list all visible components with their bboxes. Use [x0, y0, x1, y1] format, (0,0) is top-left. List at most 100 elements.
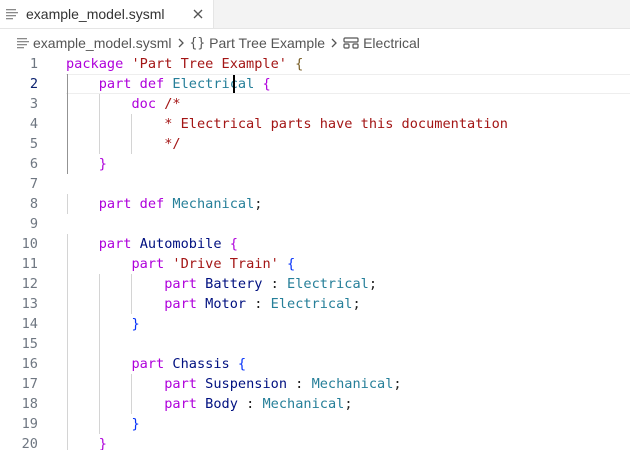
code-token	[66, 276, 164, 292]
code-token: }	[131, 316, 140, 332]
breadcrumb: example_model.sysml {} Part Tree Example…	[0, 32, 630, 54]
code-token	[66, 396, 164, 412]
line-number: 18	[21, 396, 38, 412]
code-token: :	[246, 296, 271, 312]
close-icon[interactable]	[191, 7, 205, 21]
breadcrumb-label: example_model.sysml	[33, 35, 172, 51]
code-token: 'Part Tree Example'	[131, 56, 287, 72]
indent-guide	[67, 194, 68, 214]
code-token: Electrical	[172, 76, 255, 92]
code-token: part	[131, 256, 165, 272]
code-token: */	[164, 136, 181, 152]
code-token	[230, 356, 238, 372]
code-token: Electrical	[287, 276, 369, 292]
code-line[interactable]: part Body : Mechanical;	[66, 394, 352, 414]
code-token	[132, 236, 140, 252]
code-line[interactable]: }	[66, 414, 139, 434]
current-line-highlight	[66, 74, 630, 94]
code-token	[156, 96, 164, 112]
line-number: 13	[21, 296, 38, 312]
code-token	[66, 416, 131, 432]
code-line[interactable]: }	[66, 314, 140, 334]
line-number: 12	[21, 276, 38, 292]
code-token: Battery	[205, 276, 263, 292]
code-token: ;	[254, 196, 263, 212]
code-token	[287, 56, 295, 72]
editor-tab[interactable]: example_model.sysml	[0, 0, 214, 28]
indent-guide	[67, 74, 68, 174]
code-token: Electrical	[270, 296, 353, 312]
code-token	[66, 316, 131, 332]
line-number: 15	[21, 336, 38, 352]
code-line[interactable]: part Motor : Electrical;	[66, 294, 361, 314]
code-token: part	[164, 396, 197, 412]
code-token: * Electrical parts have this documentati…	[164, 116, 508, 132]
code-token: doc	[131, 96, 157, 112]
code-token: part	[131, 356, 165, 372]
code-token: {	[237, 356, 247, 372]
code-token	[197, 396, 205, 412]
code-line[interactable]: part Suspension : Mechanical;	[66, 374, 402, 394]
code-token: 'Drive Train'	[172, 256, 279, 272]
breadcrumb-item-package[interactable]: {} Part Tree Example	[190, 35, 326, 51]
line-number: 16	[21, 356, 38, 372]
code-token	[66, 156, 99, 172]
code-token: {	[229, 236, 238, 252]
line-number: 10	[21, 236, 38, 252]
code-token: part	[164, 276, 197, 292]
code-token: /*	[164, 96, 181, 112]
code-line[interactable]: part def Mechanical;	[66, 194, 263, 214]
breadcrumb-item-file[interactable]: example_model.sysml	[17, 35, 172, 51]
code-token: Mechanical	[262, 396, 345, 412]
editor-tab-bar: example_model.sysml	[0, 0, 630, 29]
code-token: Body	[205, 396, 238, 412]
indent-guide	[131, 374, 132, 414]
line-number: 20	[21, 436, 38, 450]
code-line[interactable]: */	[66, 134, 181, 154]
code-token: ;	[368, 276, 378, 292]
code-line[interactable]: part Chassis {	[66, 354, 246, 374]
line-number: 2	[29, 76, 38, 92]
code-token	[66, 356, 131, 372]
line-number: 14	[21, 316, 38, 332]
code-line[interactable]: * Electrical parts have this documentati…	[66, 114, 508, 134]
code-token	[66, 236, 99, 252]
code-token	[66, 296, 164, 312]
code-line[interactable]: package 'Part Tree Example' {	[66, 54, 303, 74]
code-line[interactable]: doc /*	[66, 94, 181, 114]
code-token: ;	[393, 376, 402, 392]
code-token	[66, 116, 164, 132]
code-token	[66, 376, 164, 392]
chevron-right-icon	[330, 37, 338, 49]
chevron-right-icon	[177, 37, 185, 49]
code-token	[197, 296, 205, 312]
code-token: {	[295, 56, 304, 72]
code-token: ;	[352, 296, 361, 312]
code-line[interactable]: part 'Drive Train' {	[66, 254, 295, 274]
breadcrumb-item-part-def[interactable]: Electrical	[343, 35, 420, 51]
line-number: 3	[29, 96, 38, 112]
code-token	[66, 256, 131, 272]
tab-filename: example_model.sysml	[26, 6, 165, 22]
code-line[interactable]: part Battery : Electrical;	[66, 274, 377, 294]
line-number: 4	[29, 116, 38, 132]
code-line[interactable]: part def Electrical {	[66, 74, 271, 94]
code-token: :	[237, 396, 263, 412]
code-token	[66, 436, 99, 450]
code-line[interactable]: }	[66, 154, 107, 174]
code-token	[197, 376, 205, 392]
code-token: Chassis	[172, 356, 230, 372]
code-token: Suspension	[205, 376, 287, 392]
code-line[interactable]: }	[66, 434, 107, 450]
code-token: part def	[98, 76, 165, 92]
code-token: {	[262, 76, 271, 92]
code-token	[66, 136, 164, 152]
code-token: Motor	[205, 296, 247, 312]
code-token	[279, 256, 287, 272]
code-line[interactable]: part Automobile {	[66, 234, 238, 254]
indent-guide	[131, 114, 132, 154]
line-number: 9	[29, 216, 38, 232]
code-token	[197, 276, 205, 292]
line-number: 19	[21, 416, 38, 432]
